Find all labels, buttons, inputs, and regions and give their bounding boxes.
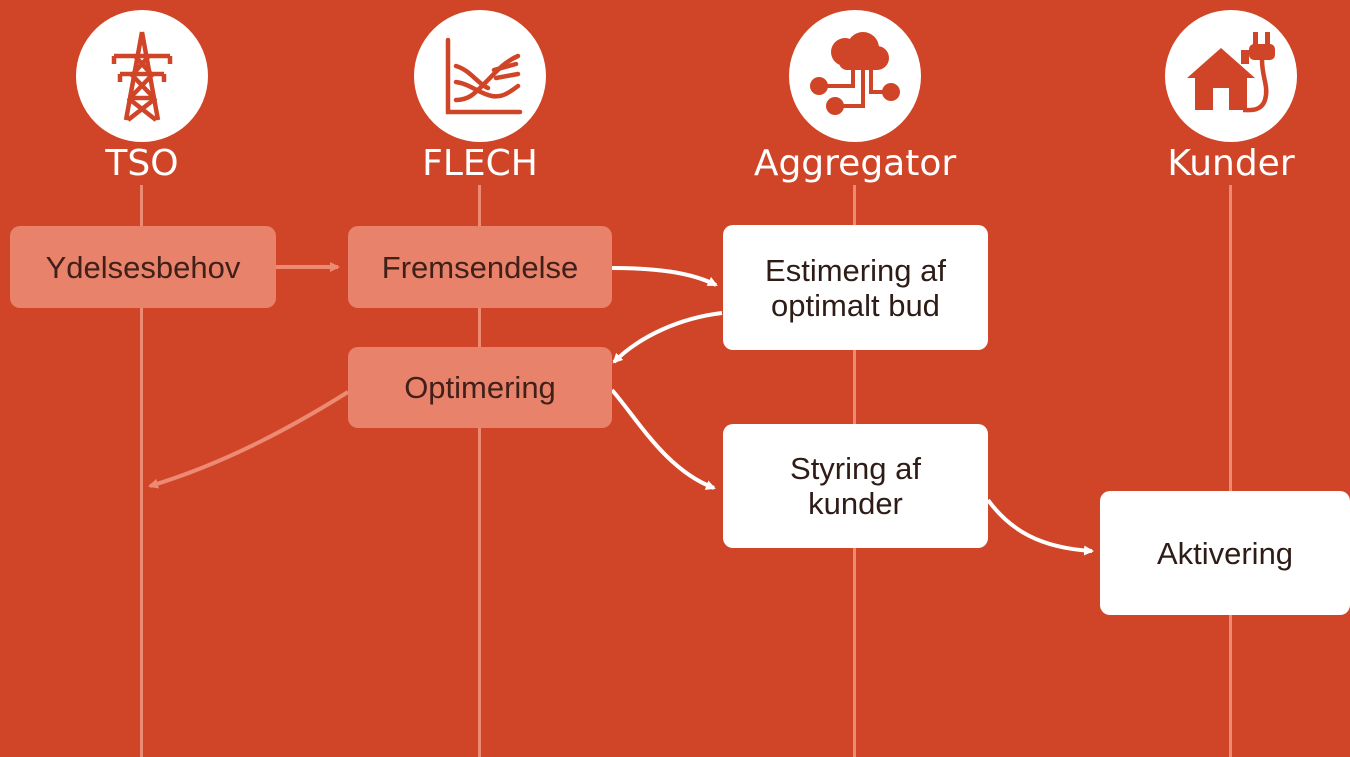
step-aktivering-label: Aktivering bbox=[1156, 535, 1294, 571]
step-fremsendelse-label: Fremsendelse bbox=[381, 249, 579, 285]
cloud-network-icon bbox=[789, 10, 921, 142]
step-ydelsesbehov: Ydelsesbehov bbox=[10, 226, 276, 308]
market-chart-icon bbox=[414, 10, 546, 142]
lane-label-aggregator: Aggregator bbox=[753, 143, 957, 184]
lane-line-flech bbox=[478, 185, 481, 757]
lane-line-kunder bbox=[1229, 185, 1232, 757]
step-estimering: Estimering af optimalt bud bbox=[723, 225, 988, 350]
lane-label-tso: TSO bbox=[105, 143, 179, 184]
arrow-optimering-to-tso bbox=[148, 390, 350, 489]
arrow-optimering-to-styring bbox=[610, 388, 716, 490]
arrow-fremsendelse-to-estimering bbox=[611, 266, 718, 287]
step-aktivering: Aktivering bbox=[1100, 491, 1350, 615]
step-optimering-label: Optimering bbox=[404, 370, 556, 405]
arrow-styring-to-aktivering bbox=[986, 498, 1094, 556]
step-styring: Styring af kunder bbox=[723, 424, 988, 548]
power-pylon-icon bbox=[76, 10, 208, 142]
step-estimering-label: Estimering af optimalt bud bbox=[765, 252, 946, 323]
step-styring-label: Styring af kunder bbox=[790, 451, 921, 521]
lane-label-flech: FLECH bbox=[422, 143, 538, 184]
arrow-estimering-to-optimering bbox=[612, 311, 723, 364]
step-optimering: Optimering bbox=[348, 347, 612, 428]
step-fremsendelse: Fremsendelse bbox=[348, 226, 612, 308]
step-ydelsesbehov-label: Ydelsesbehov bbox=[45, 249, 241, 285]
lane-line-tso bbox=[140, 185, 143, 757]
house-plug-icon bbox=[1165, 10, 1297, 142]
lane-label-kunder: Kunder bbox=[1167, 143, 1295, 184]
